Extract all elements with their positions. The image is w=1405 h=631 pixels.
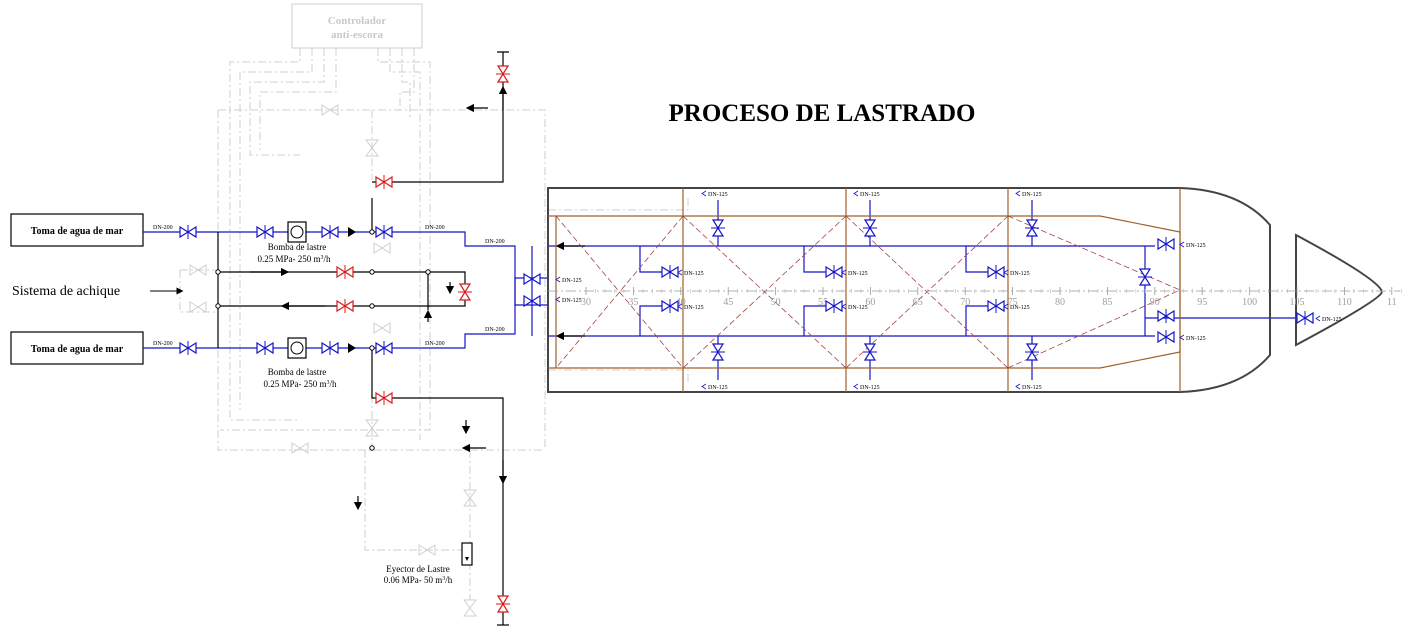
pump-top-spec: 0.25 MPa- 250 m3/h bbox=[257, 254, 331, 264]
dn125-arrow bbox=[1315, 315, 1321, 322]
frame-number: 30 bbox=[581, 297, 591, 308]
frame-number: 75 bbox=[1008, 297, 1018, 308]
dn125-arrow bbox=[853, 383, 859, 390]
dn125-arrow bbox=[1003, 303, 1009, 310]
frame-number: 70 bbox=[960, 297, 970, 308]
ship-hull bbox=[547, 187, 1400, 393]
dn125-label: DN-125 bbox=[708, 385, 728, 391]
ballast-active-lines bbox=[215, 51, 585, 626]
dn125-label: DN-125 bbox=[1186, 243, 1206, 249]
dn125-label: DN-125 bbox=[848, 271, 868, 277]
dn125-arrow bbox=[1179, 334, 1185, 341]
dn125-arrow bbox=[1003, 269, 1009, 276]
dn125-label: DN-125 bbox=[1186, 336, 1206, 342]
dn125-arrow bbox=[555, 276, 561, 283]
dn125-arrow bbox=[841, 269, 847, 276]
frame-number: 90 bbox=[1150, 297, 1160, 308]
frame-number: 45 bbox=[723, 297, 733, 308]
ballast-ejector: Eyector de Lastre 0.06 MPa- 50 m3/h bbox=[384, 542, 473, 585]
frame-number: 85 bbox=[1102, 297, 1112, 308]
dn125-label: DN-125 bbox=[860, 192, 880, 198]
sea-intake-bottom: Toma de agua de mar bbox=[10, 331, 144, 365]
ballast-main-pipes bbox=[143, 200, 1300, 380]
ejector-spec: 0.06 MPa- 50 m3/h bbox=[384, 575, 453, 585]
dn200-labels: DN-200 DN-200 DN-200 DN-200 DN-200 DN-20… bbox=[153, 225, 505, 347]
dn125-arrow bbox=[1179, 241, 1185, 248]
sea-intake-top: Toma de agua de mar bbox=[10, 213, 144, 247]
controller-label-2: anti-escora bbox=[331, 29, 383, 41]
dn125-label: DN-125 bbox=[708, 192, 728, 198]
dn200-label: DN-200 bbox=[425, 341, 445, 347]
frame-number: 100 bbox=[1242, 297, 1257, 308]
achique-label: Sistema de achique bbox=[12, 284, 120, 299]
frame-number-scale: 30 35 40 45 50 55 60 65 70 75 80 85 90 95 100 105 110 11 bbox=[581, 287, 1402, 308]
frame-number: 35 bbox=[628, 297, 638, 308]
frame-number: 55 bbox=[818, 297, 828, 308]
dn125-label: DN-125 bbox=[684, 271, 704, 277]
pump-bottom-name: Bomba de lastre bbox=[268, 367, 326, 377]
frame-number: 11 bbox=[1387, 297, 1397, 308]
frame-number: 60 bbox=[865, 297, 875, 308]
dn125-arrow bbox=[701, 190, 707, 197]
sea-intake-top-label: Toma de agua de mar bbox=[31, 226, 124, 237]
sea-intake-bottom-label: Toma de agua de mar bbox=[31, 344, 124, 355]
dn125-label: DN-125 bbox=[562, 298, 582, 304]
dn125-arrow bbox=[1015, 190, 1021, 197]
dn125-arrow bbox=[1015, 383, 1021, 390]
dn125-label: DN-125 bbox=[562, 278, 582, 284]
controller-label-1: Controlador bbox=[328, 15, 387, 27]
check-valve-icon bbox=[348, 227, 356, 237]
ballast-pump-bottom: Bomba de lastre 0.25 MPa- 250 m3/h bbox=[263, 337, 337, 389]
dn125-label: DN-125 bbox=[1010, 305, 1030, 311]
dn200-label: DN-200 bbox=[485, 327, 505, 333]
frame-number: 50 bbox=[771, 297, 781, 308]
pump-top-name: Bomba de lastre bbox=[268, 242, 326, 252]
dn200-label: DN-200 bbox=[153, 341, 173, 347]
dn125-label: DN-125 bbox=[1022, 192, 1042, 198]
dn125-arrow bbox=[555, 296, 561, 303]
ghost-control-network: Controlador anti-escora bbox=[179, 3, 689, 617]
controller-box bbox=[291, 3, 423, 49]
valve-set bbox=[179, 65, 1314, 613]
dn125-label: DN-125 bbox=[1010, 271, 1030, 277]
frame-number: 65 bbox=[913, 297, 923, 308]
pump-bottom-spec: 0.25 MPa- 250 m3/h bbox=[263, 379, 337, 389]
dn200-label: DN-200 bbox=[485, 239, 505, 245]
dn200-label: DN-200 bbox=[153, 225, 173, 231]
dn125-labels: DN-125DN-125DN-125DN-125DN-125DN-125DN-1… bbox=[555, 190, 1342, 391]
check-valve-icon bbox=[348, 343, 356, 353]
dn125-arrow bbox=[841, 303, 847, 310]
diagram-title: PROCESO DE LASTRADO bbox=[669, 100, 976, 127]
frame-number: 110 bbox=[1337, 297, 1352, 308]
dn125-label: DN-125 bbox=[848, 305, 868, 311]
dn125-arrow bbox=[701, 383, 707, 390]
ballast-pump-top: Bomba de lastre 0.25 MPa- 250 m3/h bbox=[257, 221, 331, 264]
frame-number: 80 bbox=[1055, 297, 1065, 308]
dn125-label: DN-125 bbox=[1322, 317, 1342, 323]
frame-number: 105 bbox=[1290, 297, 1305, 308]
ejector-name: Eyector de Lastre bbox=[386, 564, 449, 574]
dn125-label: DN-125 bbox=[860, 385, 880, 391]
dn125-arrow bbox=[677, 269, 683, 276]
dn125-label: DN-125 bbox=[684, 305, 704, 311]
dn125-arrow bbox=[853, 190, 859, 197]
dn125-arrow bbox=[677, 303, 683, 310]
dn125-label: DN-125 bbox=[1022, 385, 1042, 391]
dn200-label: DN-200 bbox=[425, 225, 445, 231]
frame-number: 95 bbox=[1197, 297, 1207, 308]
frame-number: 40 bbox=[676, 297, 686, 308]
